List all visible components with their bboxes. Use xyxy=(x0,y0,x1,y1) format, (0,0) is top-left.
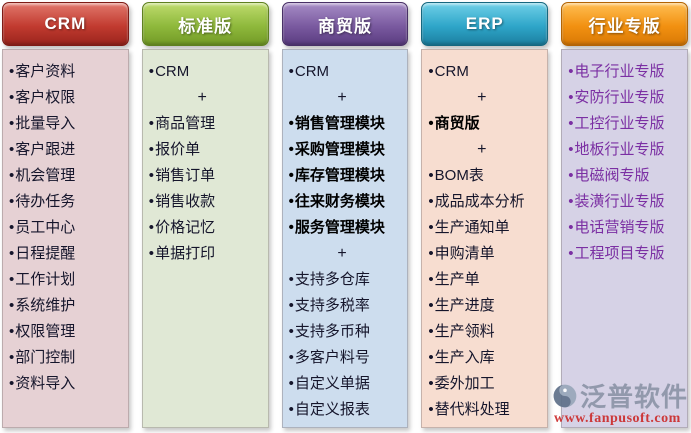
feature-item: 自定义单据 xyxy=(289,371,406,397)
feature-item: BOM表 xyxy=(428,163,545,189)
feature-item: 生产进度 xyxy=(428,293,545,319)
feature-item: 工程项目专版 xyxy=(568,241,685,267)
feature-item: 部门控制 xyxy=(9,345,126,371)
column-header-standard: 标准版 xyxy=(141,2,269,46)
feature-item: 申购清单 xyxy=(428,241,545,267)
column-header-crm: CRM xyxy=(2,2,129,46)
feature-item: 商贸版 xyxy=(428,111,545,137)
feature-item: 员工中心 xyxy=(9,215,126,241)
feature-item: 客户资料 xyxy=(9,59,126,85)
column-industry: 行业专版电子行业专版安防行业专版工控行业专版地板行业专版电磁阀专版装潢行业专版电… xyxy=(561,2,688,428)
column-header-erp: ERP xyxy=(421,2,549,46)
watermark-brand: 泛普软件 xyxy=(579,382,688,412)
feature-item: 成品成本分析 xyxy=(428,189,545,215)
feature-item: 系统维护 xyxy=(9,293,126,319)
column-body-trade: CRM + 销售管理模块采购管理模块库存管理模块往来财务模块服务管理模块 + 支持多仓库… xyxy=(281,49,409,428)
feature-item: 地板行业专版 xyxy=(568,137,685,163)
feature-item: 资料导入 xyxy=(9,371,126,397)
column-trade: 商贸版 CRM + 销售管理模块采购管理模块库存管理模块往来财务模块服务管理模块 + 支持… xyxy=(281,2,409,428)
fanpu-logo-icon xyxy=(553,384,577,407)
feature-item: 往来财务模块 xyxy=(289,189,406,215)
column-body-standard: CRM + 商品管理报价单销售订单销售收款价格记忆单据打印 xyxy=(141,49,269,428)
feature-item: 生产入库 xyxy=(428,345,545,371)
feature-item: CRM xyxy=(289,59,406,85)
column-erp: ERP CRM + 商贸版 + BOM表成品成本分析生产通知单申购清单生产单生产进度生产领… xyxy=(421,2,549,428)
feature-item: 生产通知单 xyxy=(428,215,545,241)
feature-item: 报价单 xyxy=(149,137,266,163)
feature-item: 电磁阀专版 xyxy=(568,163,685,189)
feature-item: 替代料处理 xyxy=(428,397,545,423)
feature-item: 工控行业专版 xyxy=(568,111,685,137)
plus-separator: + xyxy=(337,89,347,106)
feature-item: 价格记忆 xyxy=(149,215,266,241)
feature-item: 装潢行业专版 xyxy=(568,189,685,215)
column-body-erp: CRM + 商贸版 + BOM表成品成本分析生产通知单申购清单生产单生产进度生产领料生产… xyxy=(421,49,549,428)
feature-item: 单据打印 xyxy=(149,241,266,267)
feature-item: 机会管理 xyxy=(9,163,126,189)
feature-item: 销售管理模块 xyxy=(289,111,406,137)
feature-item: 销售收款 xyxy=(149,189,266,215)
feature-item: 工作计划 xyxy=(9,267,126,293)
plus-separator: + xyxy=(477,89,487,106)
column-body-crm: 客户资料客户权限批量导入客户跟进机会管理待办任务员工中心日程提醒工作计划系统维护… xyxy=(2,49,129,428)
plus-separator: + xyxy=(477,141,487,158)
watermark-top-row: 泛普软件 xyxy=(552,377,688,414)
feature-item: 服务管理模块 xyxy=(289,215,406,241)
feature-item: 生产领料 xyxy=(428,319,545,345)
column-body-industry: 电子行业专版安防行业专版工控行业专版地板行业专版电磁阀专版装潢行业专版电话营销专… xyxy=(561,49,688,428)
feature-item: 安防行业专版 xyxy=(568,85,685,111)
feature-item: 电话营销专版 xyxy=(568,215,685,241)
feature-item: 支持多税率 xyxy=(289,293,406,319)
plus-separator: + xyxy=(337,245,347,262)
columns: CRM客户资料客户权限批量导入客户跟进机会管理待办任务员工中心日程提醒工作计划系… xyxy=(2,2,688,428)
feature-item: 委外加工 xyxy=(428,371,545,397)
plus-separator: + xyxy=(197,89,207,106)
watermark: 泛普软件 www.fanpusoft.com xyxy=(552,377,688,427)
feature-item: 自定义报表 xyxy=(289,397,406,423)
feature-item: CRM xyxy=(428,59,545,85)
feature-item: 销售订单 xyxy=(149,163,266,189)
feature-item: 权限管理 xyxy=(9,319,126,345)
feature-item: 多客户料号 xyxy=(289,345,406,371)
feature-item: 支持多币种 xyxy=(289,319,406,345)
feature-item: CRM xyxy=(149,59,266,85)
column-crm: CRM客户资料客户权限批量导入客户跟进机会管理待办任务员工中心日程提醒工作计划系… xyxy=(2,2,129,428)
feature-item: 客户跟进 xyxy=(9,137,126,163)
feature-item: 采购管理模块 xyxy=(289,137,406,163)
column-header-trade: 商贸版 xyxy=(281,2,409,46)
feature-item: 日程提醒 xyxy=(9,241,126,267)
feature-item: 批量导入 xyxy=(9,111,126,137)
feature-item: 客户权限 xyxy=(9,85,126,111)
watermark-url: www.fanpusoft.com xyxy=(554,411,681,426)
column-header-industry: 行业专版 xyxy=(561,2,688,46)
column-standard: 标准版 CRM + 商品管理报价单销售订单销售收款价格记忆单据打印 xyxy=(141,2,269,428)
feature-item: 支持多仓库 xyxy=(289,267,406,293)
feature-item: 电子行业专版 xyxy=(568,59,685,85)
feature-item: 待办任务 xyxy=(9,189,126,215)
feature-item: 库存管理模块 xyxy=(289,163,406,189)
feature-item: 商品管理 xyxy=(149,111,266,137)
feature-item: 生产单 xyxy=(428,267,545,293)
